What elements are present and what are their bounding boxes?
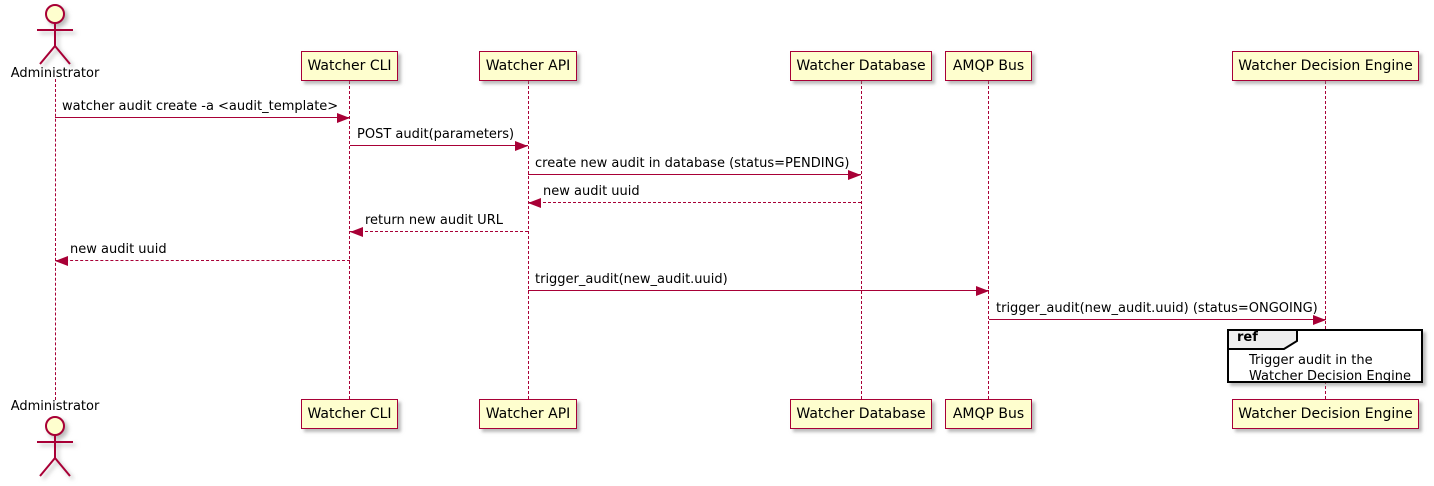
actor-administrator-top: Administrator bbox=[0, 4, 110, 81]
participant-label: Watcher API bbox=[485, 58, 571, 74]
message-line bbox=[528, 202, 861, 203]
participant-watcher-decision-engine-bottom: Watcher Decision Engine bbox=[1232, 399, 1419, 429]
lifeline-watcher-database bbox=[861, 81, 862, 399]
participant-label: Watcher CLI bbox=[307, 406, 392, 422]
ref-fragment: ref Trigger audit in the Watcher Decisio… bbox=[1227, 329, 1423, 385]
message-trigger-audit-ongoing: trigger_audit(new_audit.uuid) (status=ON… bbox=[989, 301, 1326, 325]
ref-keyword: ref bbox=[1237, 330, 1258, 345]
message-create-new-audit: create new audit in database (status=PEN… bbox=[528, 156, 861, 180]
message-post-audit: POST audit(parameters) bbox=[350, 127, 528, 151]
lifeline-watcher-decision-engine bbox=[1325, 81, 1326, 399]
lifeline-watcher-cli bbox=[349, 81, 350, 399]
actor-administrator-bottom: Administrator bbox=[0, 399, 110, 478]
participant-label: Watcher Database bbox=[796, 406, 926, 422]
actor-label: Administrator bbox=[10, 66, 100, 81]
message-line bbox=[350, 231, 528, 232]
message-label: return new audit URL bbox=[365, 213, 503, 228]
message-trigger-audit: trigger_audit(new_audit.uuid) bbox=[528, 272, 989, 296]
message-label: watcher audit create -a <audit_template> bbox=[62, 99, 339, 114]
message-line bbox=[55, 117, 350, 118]
participant-amqp-bus-top: AMQP Bus bbox=[945, 51, 1032, 81]
lifeline-administrator bbox=[55, 79, 56, 400]
message-label: POST audit(parameters) bbox=[357, 127, 515, 142]
ref-pentagon-icon bbox=[1227, 329, 1298, 350]
participant-label: Watcher API bbox=[485, 406, 571, 422]
participant-label: Watcher Decision Engine bbox=[1238, 58, 1413, 74]
participant-watcher-decision-engine-top: Watcher Decision Engine bbox=[1232, 51, 1419, 81]
arrowhead-icon bbox=[528, 198, 541, 208]
message-return-new-audit-url: return new audit URL bbox=[350, 213, 528, 237]
message-label: new audit uuid bbox=[70, 242, 167, 257]
message-label: new audit uuid bbox=[543, 184, 640, 199]
participant-label: AMQP Bus bbox=[952, 58, 1025, 74]
arrowhead-icon bbox=[337, 113, 350, 123]
message-line bbox=[528, 290, 989, 291]
actor-label: Administrator bbox=[10, 399, 100, 414]
participant-watcher-cli-top: Watcher CLI bbox=[301, 51, 398, 81]
message-line bbox=[989, 319, 1326, 320]
ref-text-line1: Trigger audit in the bbox=[1249, 353, 1373, 368]
actor-stick-figure-icon bbox=[37, 416, 73, 477]
arrowhead-icon bbox=[515, 141, 528, 151]
lifeline-amqp-bus bbox=[988, 81, 989, 399]
participant-watcher-cli-bottom: Watcher CLI bbox=[301, 399, 398, 429]
arrowhead-icon bbox=[848, 170, 861, 180]
message-new-audit-uuid-return-api: new audit uuid bbox=[528, 184, 861, 208]
participant-amqp-bus-bottom: AMQP Bus bbox=[945, 399, 1032, 429]
participant-label: Watcher Decision Engine bbox=[1238, 406, 1413, 422]
message-line bbox=[528, 174, 861, 175]
message-label: trigger_audit(new_audit.uuid) bbox=[535, 272, 728, 287]
participant-watcher-database-bottom: Watcher Database bbox=[790, 399, 932, 429]
participant-watcher-api-top: Watcher API bbox=[479, 51, 577, 81]
ref-body: Trigger audit in the Watcher Decision En… bbox=[1249, 353, 1411, 385]
participant-label: AMQP Bus bbox=[952, 406, 1025, 422]
arrowhead-icon bbox=[1313, 315, 1326, 325]
message-watcher-audit-create: watcher audit create -a <audit_template> bbox=[55, 99, 350, 123]
ref-header: ref bbox=[1227, 329, 1299, 351]
message-line bbox=[350, 145, 528, 146]
message-new-audit-uuid-return-admin: new audit uuid bbox=[55, 242, 350, 266]
lifeline-watcher-api bbox=[528, 81, 529, 399]
arrowhead-icon bbox=[350, 227, 363, 237]
arrowhead-icon bbox=[55, 256, 68, 266]
participant-label: Watcher CLI bbox=[307, 58, 392, 74]
actor-stick-figure-icon bbox=[37, 4, 73, 65]
participant-watcher-api-bottom: Watcher API bbox=[479, 399, 577, 429]
message-line bbox=[55, 260, 350, 261]
ref-text-line2: Watcher Decision Engine bbox=[1249, 369, 1411, 384]
participant-watcher-database-top: Watcher Database bbox=[790, 51, 932, 81]
arrowhead-icon bbox=[976, 286, 989, 296]
message-label: trigger_audit(new_audit.uuid) (status=ON… bbox=[996, 301, 1318, 316]
participant-label: Watcher Database bbox=[796, 58, 926, 74]
message-label: create new audit in database (status=PEN… bbox=[535, 156, 850, 171]
